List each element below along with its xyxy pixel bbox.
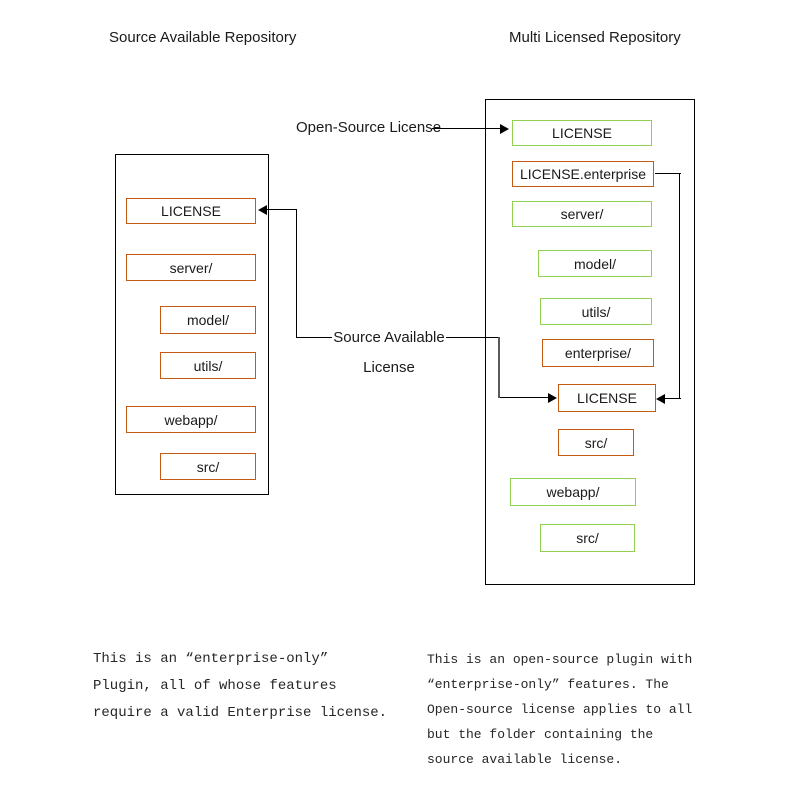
file-box-license-enterprise: LICENSE.enterprise [512,161,654,187]
sa-right-line-horizontal-2 [500,397,548,398]
sa-right-line-horizontal-1 [446,337,500,338]
source-available-license-label: Source Available License [333,329,445,376]
folder-box-utils: utils/ [160,352,256,379]
source-available-note: This is an “enterprise-only” Plugin, all… [93,651,388,721]
open-source-arrowhead-icon [500,124,509,134]
sa-right-arrowhead-icon [548,393,557,403]
enterprise-arrowhead-icon [656,394,665,404]
open-source-arrow-line [432,128,500,129]
file-box-license: LICENSE [126,198,256,224]
sa-right-line-vertical [498,337,500,398]
sa-left-line-vertical [296,209,297,338]
folder-box-src: src/ [160,453,256,480]
folder-box-model: model/ [160,306,256,334]
left-repo-title: Source Available Repository [109,29,297,46]
enterprise-line-horizontal-2 [664,398,681,399]
file-box-license-source-available: LICENSE [558,384,656,412]
multi-licensed-note: This is an open-source plugin with “ente… [427,652,693,767]
enterprise-line-vertical [679,173,680,399]
folder-box-src-enterprise: src/ [558,429,634,456]
folder-box-server: server/ [126,254,256,281]
open-source-license-label: Open-Source License [296,119,442,136]
enterprise-line-horizontal-1 [655,173,681,174]
folder-box-server: server/ [512,201,652,227]
folder-box-enterprise: enterprise/ [542,339,654,367]
source-available-repo-box: LICENSE server/ model/ utils/ webapp/ sr… [115,154,269,495]
file-box-license-open-source: LICENSE [512,120,652,146]
folder-box-webapp: webapp/ [126,406,256,433]
multi-licensed-repo-box: LICENSE LICENSE.enterprise server/ model… [485,99,695,585]
folder-box-src: src/ [540,524,635,552]
folder-box-webapp: webapp/ [510,478,636,506]
folder-box-utils: utils/ [540,298,652,325]
sa-left-line-horizontal-2 [296,337,332,338]
right-repo-title: Multi Licensed Repository [509,29,681,46]
folder-box-model: model/ [538,250,652,277]
sa-left-line-horizontal-1 [266,209,297,210]
sa-left-arrowhead-icon [258,205,267,215]
